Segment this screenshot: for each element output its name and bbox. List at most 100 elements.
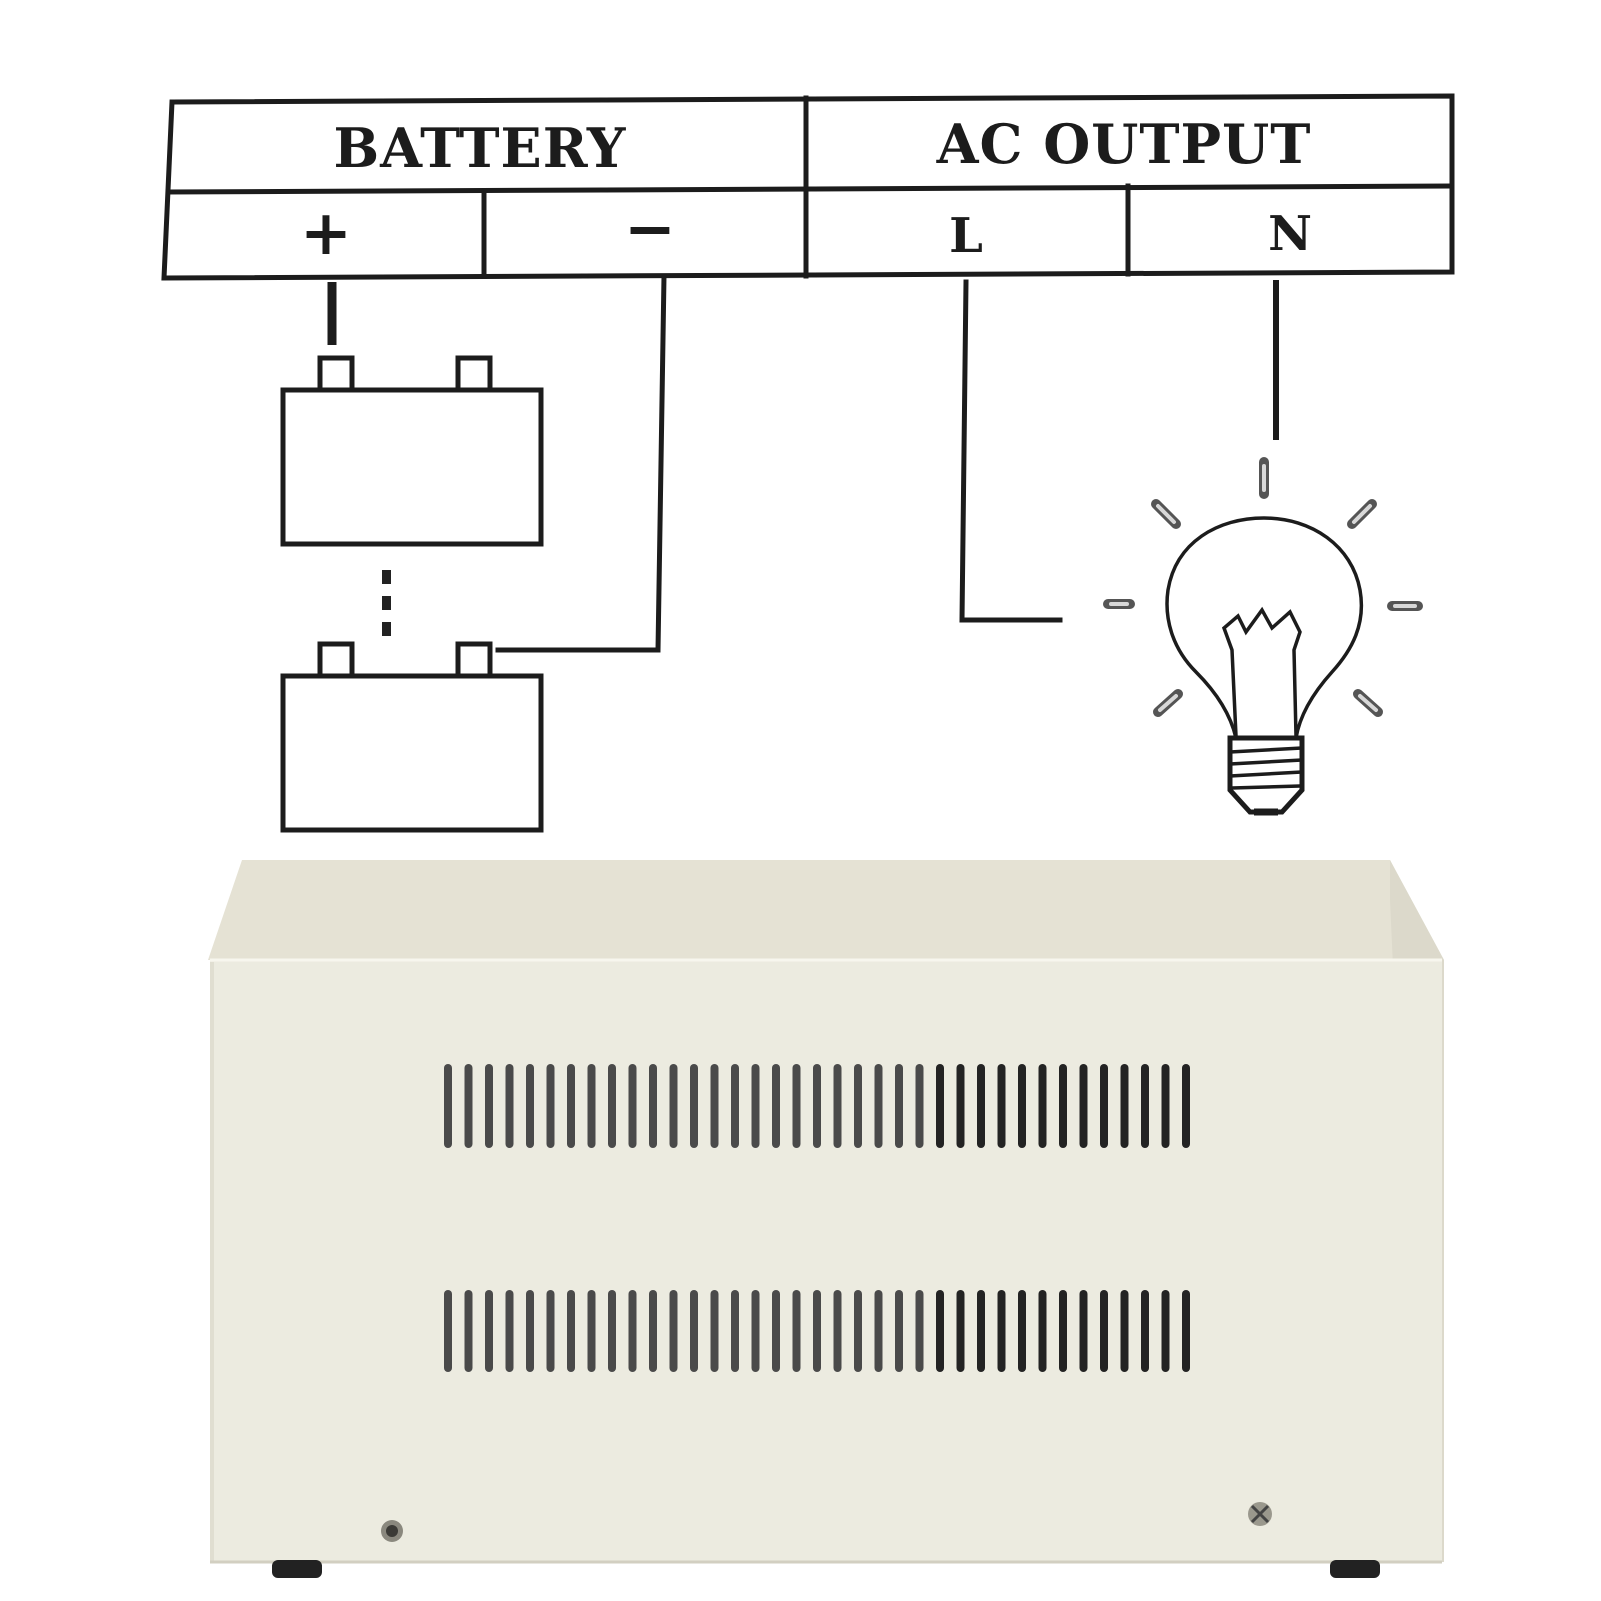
light-bulb-icon <box>1103 457 1423 816</box>
vent-slot <box>649 1064 657 1148</box>
vent-slot <box>731 1064 739 1148</box>
bulb-glass <box>1165 516 1364 739</box>
battery-header: BATTERY <box>334 116 627 180</box>
vent-slot <box>977 1064 985 1148</box>
vent-slot <box>792 1064 801 1148</box>
vent-slot <box>751 1290 760 1372</box>
vent-slot <box>915 1064 924 1148</box>
vent-slot <box>772 1064 780 1148</box>
vent-slot <box>1120 1290 1129 1372</box>
vent-slot <box>608 1290 616 1372</box>
vent-slot <box>710 1064 719 1148</box>
vent-slot <box>1038 1064 1047 1148</box>
vent-slot <box>669 1290 678 1372</box>
vent-slot <box>1161 1290 1170 1372</box>
vent-slot <box>444 1290 452 1372</box>
vent-slot <box>546 1064 555 1148</box>
vent-slot <box>792 1290 801 1372</box>
vent-slot <box>526 1064 534 1148</box>
vent-slot <box>505 1064 514 1148</box>
vent-slot <box>690 1290 698 1372</box>
vent-slot <box>915 1290 924 1372</box>
wiring <box>327 273 1279 653</box>
vent-slot <box>854 1064 862 1148</box>
vent-slot <box>956 1290 965 1372</box>
vent-slot <box>936 1290 944 1372</box>
vent-slot <box>587 1064 596 1148</box>
vent-slot <box>833 1064 842 1148</box>
vent-slot <box>772 1290 780 1372</box>
battery-negative-label: − <box>624 192 676 265</box>
vent-slot <box>464 1290 473 1372</box>
vent-slot <box>1182 1290 1190 1372</box>
screw-icon <box>1248 1502 1272 1526</box>
vent-slot <box>1161 1064 1170 1148</box>
vent-slot <box>1141 1290 1149 1372</box>
vent-slot <box>485 1064 493 1148</box>
cabinet-top <box>208 860 1444 960</box>
vent-slot <box>1018 1290 1026 1372</box>
negative-wire <box>495 273 667 653</box>
vent-slot <box>997 1290 1006 1372</box>
vent-slot <box>628 1064 637 1148</box>
vent-slot <box>1182 1064 1190 1148</box>
vent-slot <box>1038 1290 1047 1372</box>
vent-slot <box>567 1064 575 1148</box>
vent-slot <box>1059 1064 1067 1148</box>
vent-slot <box>628 1290 637 1372</box>
vent-slot <box>567 1290 575 1372</box>
battery-icon <box>280 355 544 547</box>
vent-slot <box>444 1064 452 1148</box>
terminal-table: BATTERY AC OUTPUT + − L N <box>161 93 1455 281</box>
cabinet-front <box>210 960 1442 1562</box>
battery-icon <box>280 641 544 833</box>
vent-slot <box>936 1064 944 1148</box>
vent-slot <box>505 1290 514 1372</box>
vent-slot <box>833 1290 842 1372</box>
ac-neutral-label: N <box>1268 206 1312 262</box>
vent-slot <box>587 1290 596 1372</box>
ac-output-header: AC OUTPUT <box>936 112 1312 176</box>
vent-slot <box>1079 1290 1088 1372</box>
vent-slot <box>854 1290 862 1372</box>
vent-slot <box>1100 1064 1108 1148</box>
live-wire <box>959 279 1063 623</box>
vent-slot <box>485 1290 493 1372</box>
vent-slot <box>895 1064 903 1148</box>
vent-slot <box>813 1064 821 1148</box>
vent-grille-upper <box>444 1064 1190 1148</box>
light-rays <box>1103 457 1423 717</box>
ac-live-label: L <box>949 208 983 264</box>
vent-slot <box>956 1064 965 1148</box>
cabinet-foot-right <box>1330 1560 1380 1578</box>
vent-slot <box>1079 1064 1088 1148</box>
vent-slot <box>669 1064 678 1148</box>
vent-slot <box>1059 1290 1067 1372</box>
vent-slot <box>997 1064 1006 1148</box>
battery-series-dots <box>382 570 391 636</box>
screw-icon <box>381 1520 403 1542</box>
vent-slot <box>895 1290 903 1372</box>
vent-slot <box>751 1064 760 1148</box>
vent-slot <box>1120 1064 1129 1148</box>
vent-slot <box>526 1290 534 1372</box>
bulb-base <box>1227 735 1305 815</box>
vent-slot <box>546 1290 555 1372</box>
vent-slot <box>1141 1064 1149 1148</box>
vent-slot <box>813 1290 821 1372</box>
cabinet-foot-left <box>272 1560 322 1578</box>
bulb-filament <box>1221 606 1302 737</box>
vent-slot <box>649 1290 657 1372</box>
vent-slot <box>874 1290 883 1372</box>
vent-slot <box>690 1064 698 1148</box>
vent-slot <box>731 1290 739 1372</box>
vent-grille-lower <box>444 1290 1190 1372</box>
vent-slot <box>874 1064 883 1148</box>
inverter-cabinet <box>208 860 1444 1578</box>
vent-slot <box>977 1290 985 1372</box>
vent-slot <box>464 1064 473 1148</box>
battery-positive-label: + <box>300 196 352 269</box>
vent-slot <box>608 1064 616 1148</box>
vent-slot <box>710 1290 719 1372</box>
